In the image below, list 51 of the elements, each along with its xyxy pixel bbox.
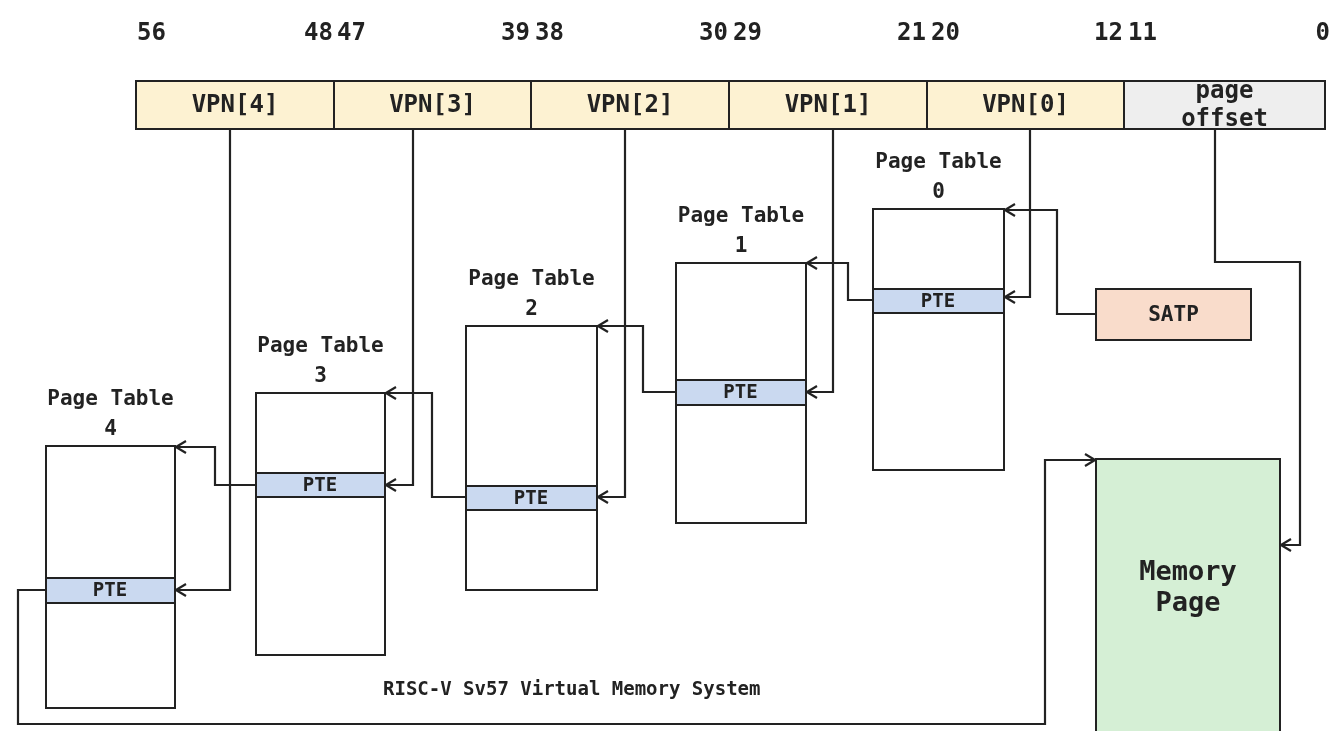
bit-number: 47	[337, 18, 366, 46]
entry-label: PTE	[723, 381, 758, 403]
table-heading: Page Table 4	[46, 385, 175, 442]
field-label: VPN[4]	[191, 91, 279, 119]
register-label: SATP	[1148, 302, 1199, 327]
table-entry	[254, 471, 386, 498]
bit-number: 48	[304, 18, 333, 46]
register-box	[1095, 288, 1252, 341]
arrow	[805, 255, 872, 302]
bit-number: 29	[733, 18, 762, 46]
caption: RISC-V Sv57 Virtual Memory System	[383, 677, 761, 699]
bit-number: 38	[535, 18, 564, 46]
field-label: VPN[3]	[389, 91, 476, 119]
field-label: VPN[2]	[586, 91, 674, 119]
bit-number: 39	[501, 18, 530, 46]
arrow	[596, 318, 675, 394]
arrow	[16, 452, 1097, 726]
entry-label: PTE	[92, 579, 128, 601]
bit-number: 12	[1094, 18, 1123, 46]
table-entry	[674, 378, 807, 406]
bit-number: 56	[137, 18, 166, 46]
table-entry	[871, 287, 1005, 314]
entry-label: PTE	[302, 473, 338, 496]
arrow	[384, 385, 465, 499]
memory-label: Memory Page	[1138, 555, 1238, 618]
table-heading: Page Table 0	[874, 148, 1003, 205]
table-heading: Page Table 2	[467, 265, 596, 322]
address-field	[728, 80, 928, 130]
memory-page-box	[1095, 458, 1281, 731]
bit-number: 21	[897, 18, 926, 46]
address-field	[135, 80, 335, 130]
field-label: VPN[0]	[982, 91, 1069, 119]
bit-number: 11	[1128, 18, 1157, 46]
arrow	[174, 439, 255, 487]
table-heading: Page Table 1	[676, 202, 806, 259]
address-field	[333, 80, 532, 130]
bit-number: 0	[1315, 18, 1330, 46]
table-entry	[44, 576, 176, 604]
address-field	[530, 80, 730, 130]
table-heading: Page Table 3	[256, 332, 385, 389]
field-label: page offset	[1180, 77, 1269, 133]
arrow	[1003, 202, 1095, 316]
field-label: VPN[1]	[784, 91, 872, 119]
table-entry	[464, 484, 598, 511]
bit-number: 30	[699, 18, 728, 46]
arrow	[1213, 130, 1302, 553]
address-field	[1123, 80, 1326, 130]
entry-label: PTE	[513, 486, 549, 509]
entry-label: PTE	[920, 289, 956, 312]
bit-number: 20	[931, 18, 960, 46]
address-field	[926, 80, 1125, 130]
